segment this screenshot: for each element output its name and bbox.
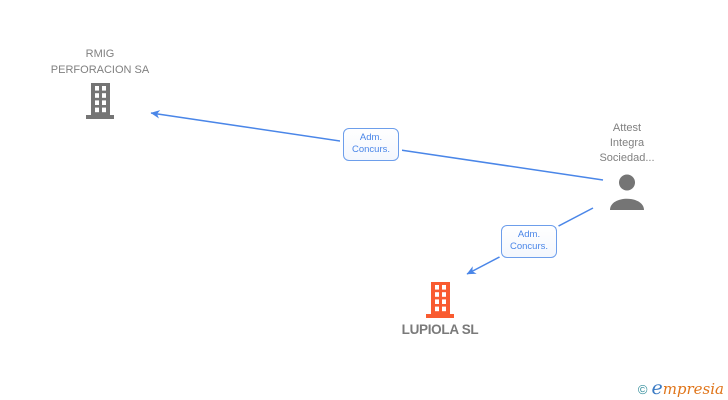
node-rmig-perforacion-sa[interactable]: RMIG PERFORACION SA	[30, 46, 170, 119]
person-icon	[608, 174, 646, 210]
node-label-line: Sociedad...	[599, 152, 655, 164]
edge-label-line: Concurs.	[509, 241, 548, 252]
empresia-brand-initial: e	[651, 377, 663, 399]
node-label: LUPIOLA SL	[402, 322, 479, 337]
node-label: RMIG PERFORACION SA	[51, 46, 149, 78]
node-label-line: PERFORACION SA	[50, 64, 150, 76]
node-lupiola-sl[interactable]: LUPIOLA SL	[370, 282, 510, 337]
edge-label-line: Adm.	[359, 132, 383, 143]
building-icon	[425, 282, 455, 318]
edge-label-line: Adm.	[517, 229, 541, 240]
edge-label-adm-concurs-lupiola: Adm. Concurs.	[501, 225, 557, 258]
node-label-line: Integra	[609, 137, 645, 149]
empresia-brand-text: mpresia	[662, 380, 724, 398]
edge-label-adm-concurs-rmig: Adm. Concurs.	[343, 128, 399, 161]
node-label-line: LUPIOLA SL	[401, 322, 479, 337]
building-icon	[85, 83, 115, 119]
node-attest-integra-sociedad[interactable]: Attest Integra Sociedad...	[567, 121, 687, 210]
node-label-line: RMIG	[85, 48, 115, 60]
copyright-icon: ©	[637, 382, 648, 397]
edge-label-line: Concurs.	[351, 144, 390, 155]
empresia-logo[interactable]: © e mpresia	[637, 377, 724, 399]
node-label-line: Attest	[612, 122, 642, 134]
node-label: Attest Integra Sociedad...	[599, 121, 654, 166]
